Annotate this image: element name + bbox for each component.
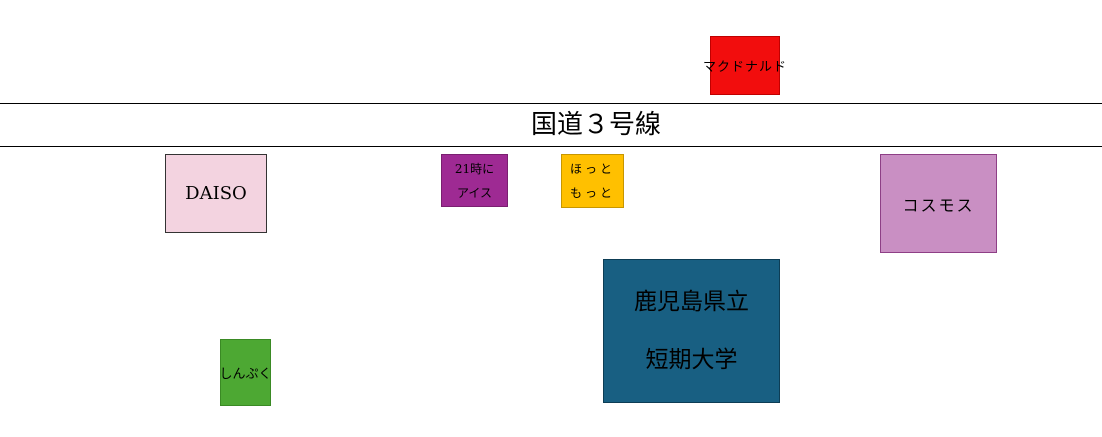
hotto-motto-label-line2: もっと xyxy=(569,186,615,200)
college-label-line1: 鹿児島県立 xyxy=(634,289,749,315)
shinpuku-label: しんぷく xyxy=(219,367,272,382)
mcdonalds-shop: マクドナルド xyxy=(703,36,786,95)
daiso-shop: DAISO xyxy=(165,154,267,233)
road-name-label: 国道３号線 xyxy=(530,110,661,140)
cosmos-label: コスモス xyxy=(902,195,975,215)
mcdonalds-label: マクドナルド xyxy=(703,60,788,75)
college-label-line2: 短期大学 xyxy=(645,347,738,373)
ice-shop-label-line2: アイス xyxy=(456,185,493,200)
ice-shop-label-line1: 21時に xyxy=(454,161,495,176)
kagoshima-prefectural-college: 鹿児島県立 短期大学 xyxy=(603,259,780,403)
hotto-motto-shop: ほっと もっと xyxy=(561,154,624,208)
hotto-motto-label-line1: ほっと xyxy=(569,162,615,176)
ice-shop-21: 21時に アイス xyxy=(441,154,508,207)
national-route-3-road: 国道３号線 xyxy=(0,103,1102,147)
daiso-label: DAISO xyxy=(185,183,247,204)
shinpuku-shop: しんぷく xyxy=(219,339,272,406)
cosmos-shop: コスモス xyxy=(880,154,997,253)
